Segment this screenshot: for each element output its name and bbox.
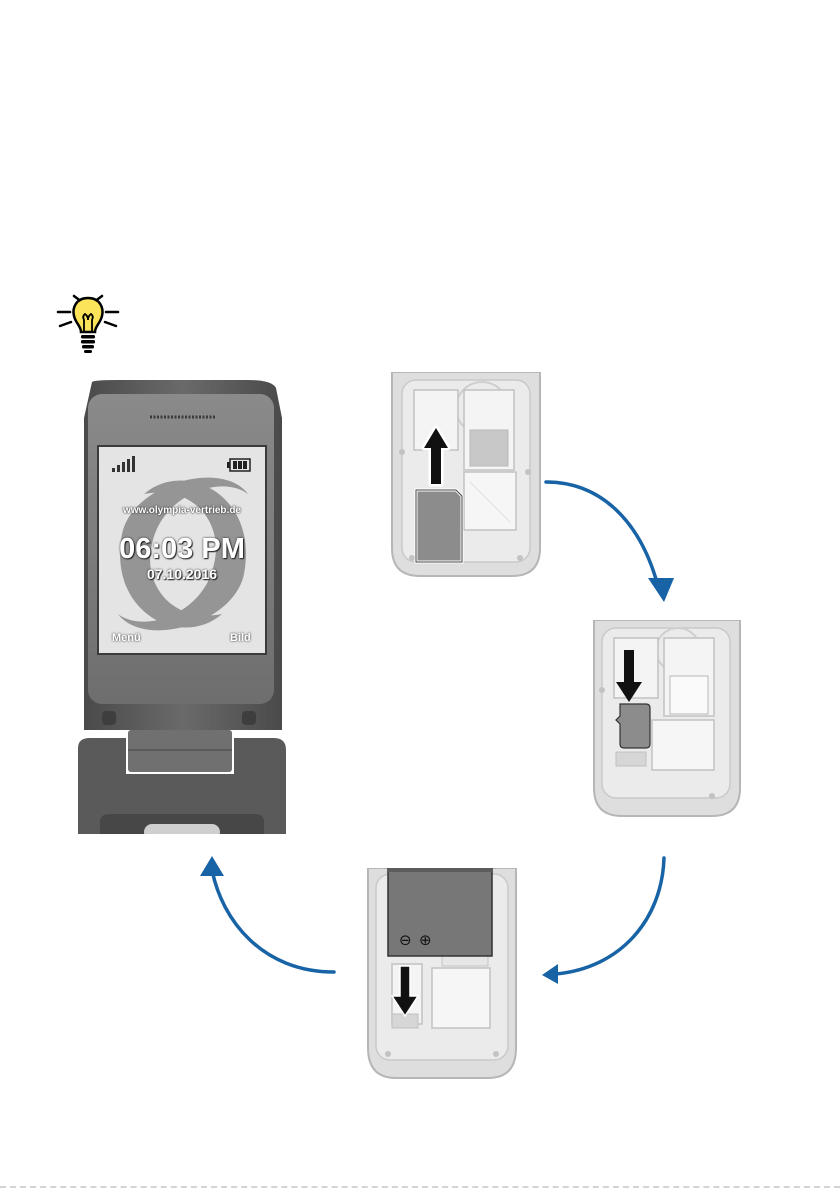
- page-bottom-rule: [0, 1186, 840, 1188]
